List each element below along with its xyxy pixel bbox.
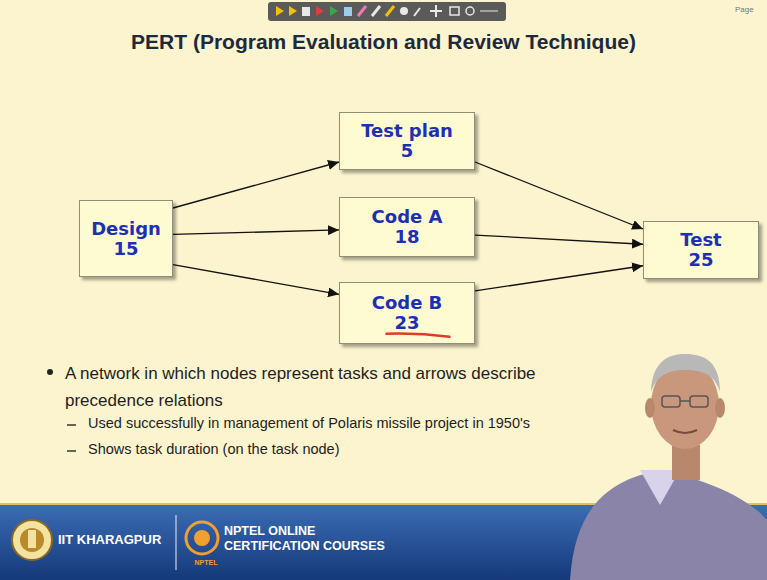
nptel-logo-text: NPTEL bbox=[186, 559, 226, 566]
page-marker: Page bbox=[735, 5, 763, 14]
task-duration: 25 bbox=[688, 250, 713, 270]
presenter-photo bbox=[560, 330, 767, 580]
task-duration: 15 bbox=[113, 239, 138, 259]
precedence-arrow bbox=[475, 235, 643, 244]
institute-name: IIT KHARAGPUR bbox=[58, 532, 173, 547]
sub-bullet-text: Shows task duration (on the task node) bbox=[88, 441, 648, 457]
pen-toolbar bbox=[268, 2, 506, 21]
task-name: Code A bbox=[372, 207, 443, 227]
task-name: Code B bbox=[372, 293, 443, 313]
task-name: Test bbox=[680, 230, 721, 250]
task-duration: 5 bbox=[401, 141, 414, 161]
course-banner: NPTEL ONLINE CERTIFICATION COURSES bbox=[224, 524, 399, 554]
slide-title: PERT (Program Evaluation and Review Tech… bbox=[0, 30, 767, 54]
nptel-logo bbox=[186, 522, 218, 554]
bullet-text: A network in which nodes represent tasks… bbox=[65, 360, 585, 414]
precedence-arrow bbox=[475, 266, 643, 291]
bullet-dash bbox=[67, 424, 76, 426]
task-name: Test plan bbox=[361, 121, 453, 141]
bullet-dot bbox=[47, 369, 53, 375]
iit-logo bbox=[12, 520, 52, 560]
precedence-arrow bbox=[173, 230, 339, 235]
precedence-arrow bbox=[475, 162, 643, 229]
sub-bullet-text: Used successfully in management of Polar… bbox=[88, 415, 648, 431]
task-box: Code A18 bbox=[339, 197, 475, 257]
task-duration: 23 bbox=[394, 313, 419, 333]
task-box: Code B23 bbox=[339, 282, 475, 344]
task-box: Test25 bbox=[643, 221, 759, 279]
bullet-dash bbox=[67, 450, 76, 452]
task-name: Design bbox=[91, 219, 161, 239]
task-duration: 18 bbox=[394, 227, 419, 247]
precedence-arrow bbox=[173, 265, 339, 295]
precedence-arrow bbox=[173, 162, 339, 208]
task-box: Test plan5 bbox=[339, 112, 475, 170]
task-box: Design15 bbox=[79, 200, 173, 277]
